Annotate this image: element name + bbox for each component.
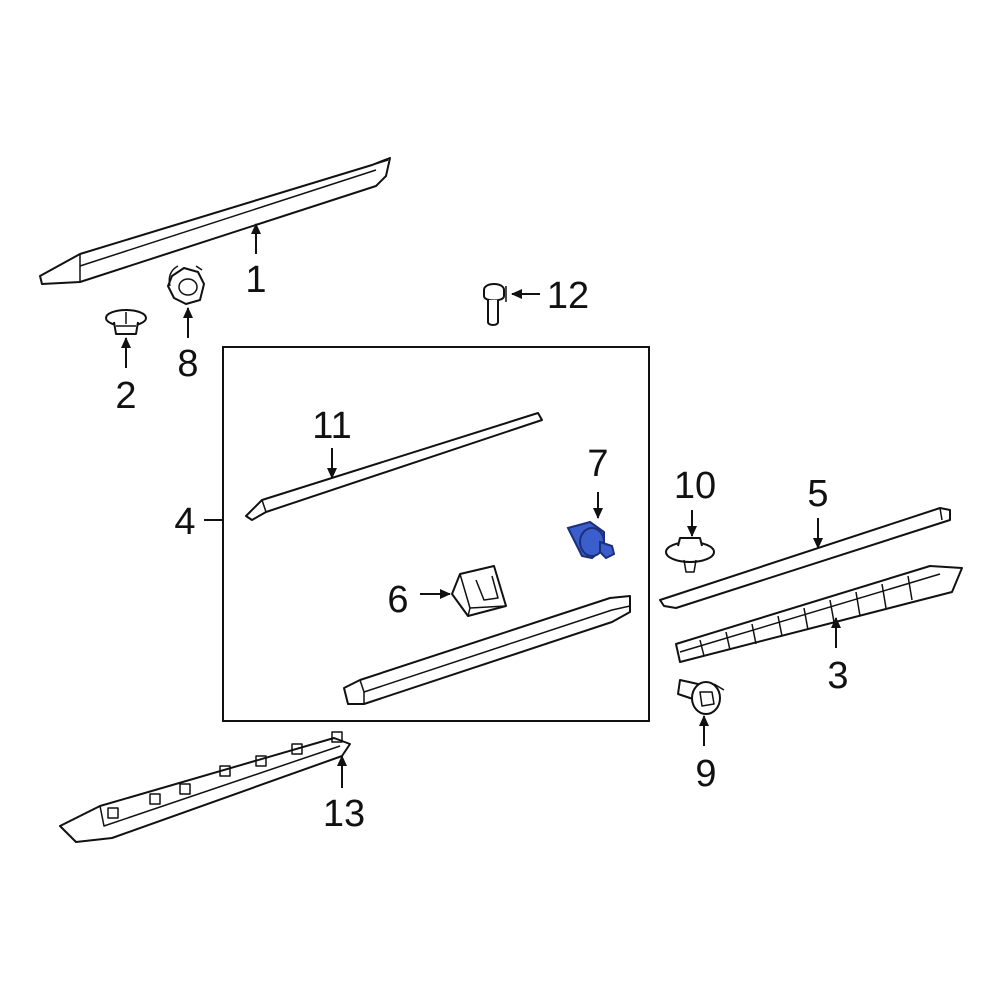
part-8-nut[interactable] — [167, 265, 205, 305]
callout-4[interactable]: 4 — [174, 501, 195, 543]
part-1-rocker-moulding[interactable] — [39, 157, 391, 285]
callout-11[interactable]: 11 — [312, 405, 351, 447]
callout-6[interactable]: 6 — [387, 579, 408, 621]
part-7-clip[interactable] — [566, 520, 616, 560]
callout-7[interactable]: 7 — [587, 443, 608, 485]
part-10-clip[interactable] — [665, 537, 715, 573]
callout-3[interactable]: 3 — [827, 655, 848, 697]
callout-8[interactable]: 8 — [177, 343, 198, 385]
part-13-sill-reinforcement[interactable] — [59, 731, 351, 843]
part-2-push-clip[interactable] — [105, 309, 147, 335]
part-3-support-rail[interactable] — [675, 565, 963, 663]
part-11-moulding[interactable] — [245, 412, 543, 521]
part-9-bolt[interactable] — [677, 679, 725, 715]
callout-1[interactable]: 1 — [245, 259, 266, 301]
callout-5[interactable]: 5 — [807, 473, 828, 515]
part-12-bolt[interactable] — [483, 283, 507, 326]
part-6-retainer[interactable] — [451, 565, 507, 617]
assembly-4-box — [222, 346, 650, 722]
callout-9[interactable]: 9 — [695, 753, 716, 795]
callout-2[interactable]: 2 — [115, 375, 136, 417]
callout-12[interactable]: 12 — [547, 275, 589, 317]
part-4-step-moulding[interactable] — [343, 595, 631, 705]
callout-13[interactable]: 13 — [323, 793, 365, 835]
part-5-strip[interactable] — [659, 507, 951, 609]
callout-10[interactable]: 10 — [674, 465, 716, 507]
